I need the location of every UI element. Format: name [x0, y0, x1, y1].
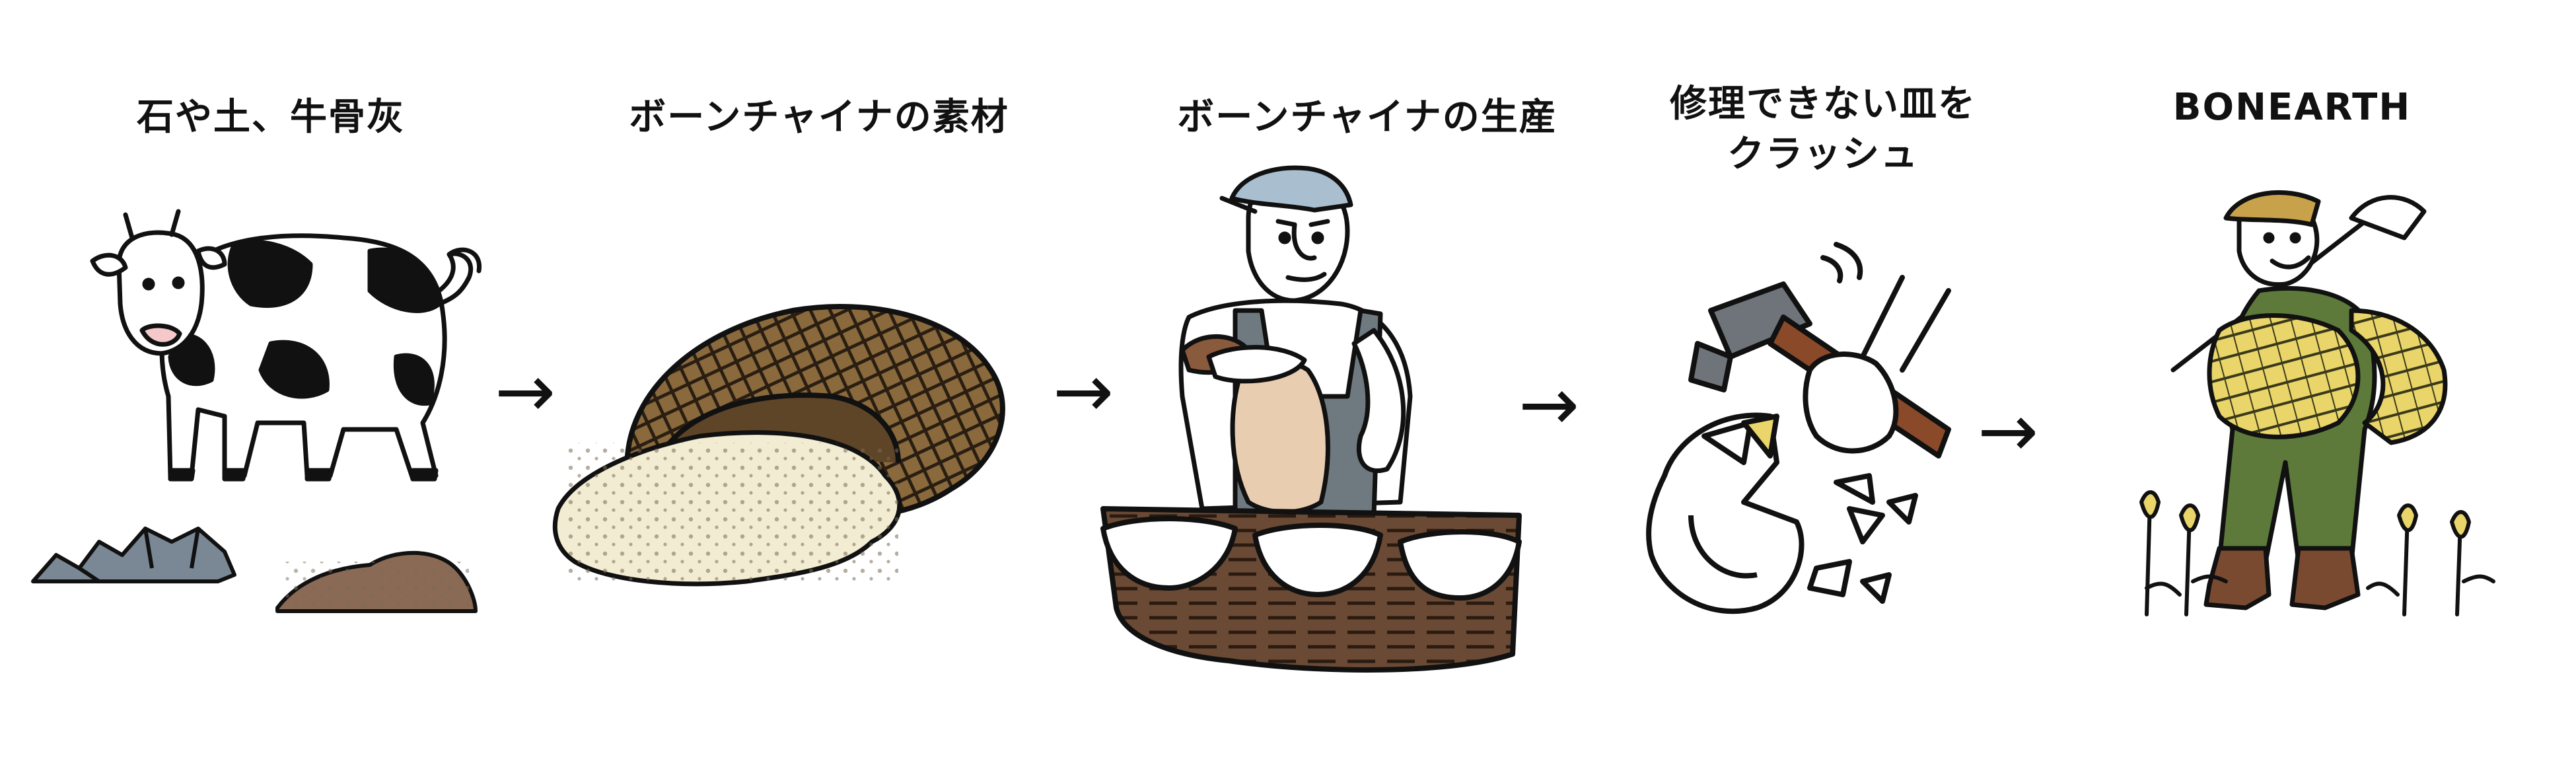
arrow-3: → — [1519, 362, 1579, 447]
step-2-label-line-1: ボーンチャイナの素材 — [629, 96, 1009, 139]
step-1-label-line-1: 石や土、牛骨灰 — [137, 96, 405, 139]
wheat-plants-icon — [2139, 490, 2495, 616]
powder-icon — [552, 430, 902, 587]
arrow-2: → — [1053, 349, 1114, 433]
bowls-icon — [1100, 516, 1522, 601]
step-5-label: BONEARTH — [2140, 83, 2444, 133]
step-4-label-line-1: 修理できない皿を — [1670, 83, 1976, 126]
step-1-label: 石や土、牛骨灰 — [112, 92, 429, 143]
farmer-icon — [2170, 190, 2448, 610]
soil-icon — [275, 550, 478, 613]
hammer-icon — [1688, 242, 1951, 459]
step-5-label-line-1: BONEARTH — [2172, 86, 2412, 129]
svg-text:→: → — [1978, 388, 2038, 473]
worker-icon — [1178, 165, 1413, 518]
svg-text:→: → — [1053, 349, 1114, 433]
step-4-label: 修理できない皿を クラッシュ — [1638, 79, 2008, 179]
step-3-label-line-1: ボーンチャイナの生産 — [1177, 96, 1557, 139]
step-2-label: ボーンチャイナの素材 — [614, 92, 1024, 143]
arrow-4: → — [1978, 388, 2038, 473]
stones-icon — [31, 527, 236, 583]
svg-text:→: → — [1519, 362, 1579, 447]
step-3-label: ボーンチャイナの生産 — [1163, 92, 1572, 143]
cow-icon — [90, 209, 482, 482]
arrow-1: → — [495, 349, 555, 433]
svg-text:→: → — [495, 349, 555, 433]
step-4-label-line-2: クラッシュ — [1727, 132, 1919, 176]
broken-plate-icon — [1646, 412, 1918, 614]
